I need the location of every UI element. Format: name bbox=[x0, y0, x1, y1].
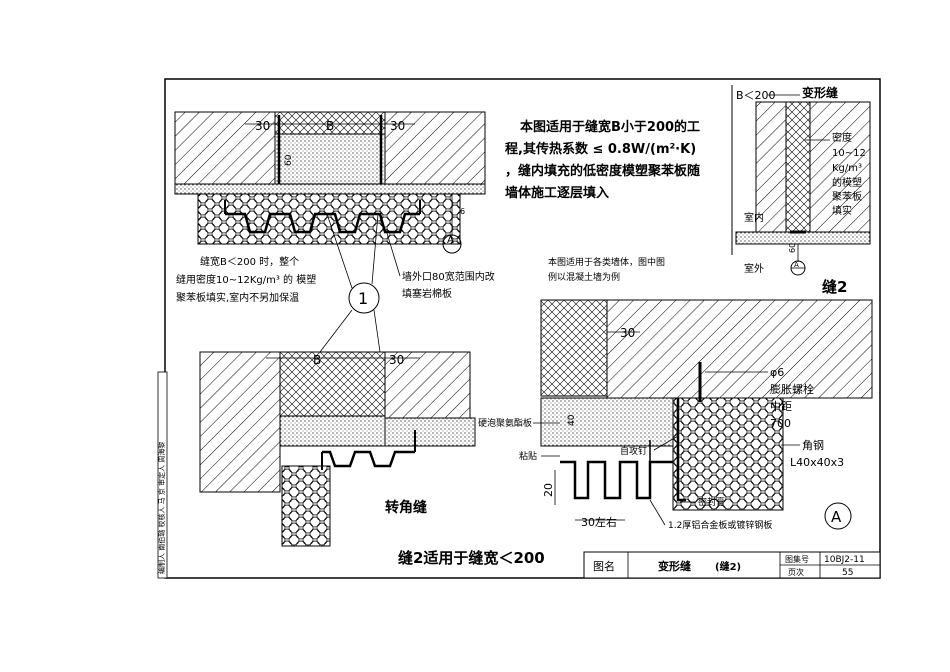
seam2-density5: 聚苯板 bbox=[832, 190, 862, 203]
detail-a-dim-20: 20 bbox=[542, 483, 555, 497]
detail-a-bolt-label1: φ6 bbox=[770, 366, 784, 379]
top-ref-letter: A bbox=[447, 235, 454, 246]
seam2-ref-letter: A bbox=[794, 261, 799, 269]
detail-a-ref-circle bbox=[824, 502, 852, 530]
detail-a-ref-letter: A bbox=[831, 508, 842, 526]
top-corrugated-sheet bbox=[225, 212, 420, 234]
detail-a-insulation bbox=[672, 397, 784, 511]
corner-left-wall bbox=[199, 351, 281, 493]
corner-foam-board bbox=[281, 465, 331, 547]
left-note-line1: 缝宽B＜200 时，整个 bbox=[200, 255, 299, 268]
main-note: 本图适用于缝宽B小于200的工 程,其传热系数 ≤ 0.8W/(m²·K) ，缝… bbox=[505, 119, 700, 201]
top-dim-30-right: 30 bbox=[390, 119, 405, 133]
seam2-density1: 密度 bbox=[832, 131, 852, 144]
detail-a-concrete-wall bbox=[606, 299, 873, 399]
detail-a-bolt-label4: 700 bbox=[770, 417, 791, 430]
detail-a-bolt-label3: 中距 bbox=[770, 400, 792, 413]
left-note: 缝宽B＜200 时，整个 缝用密度10~12Kg/m³ 的 模塑 聚苯板填实,室… bbox=[176, 255, 316, 304]
seam2-outdoor: 室外 bbox=[744, 262, 764, 275]
callout-circle-1 bbox=[348, 282, 380, 314]
seam2-right-wall bbox=[809, 101, 871, 233]
detail-a-dim-30-bottom: 30左右 bbox=[581, 515, 617, 529]
detail-a-foam-board bbox=[540, 397, 674, 447]
detail-a-foam-label: 硬泡聚氨酯板 bbox=[478, 417, 532, 429]
seam2-dim-b: B＜200 bbox=[736, 89, 776, 102]
seam2-caption: 缝2 bbox=[822, 278, 847, 296]
top-dim-60: 60 bbox=[284, 154, 294, 166]
top-right-wall-hatch bbox=[384, 111, 486, 185]
scope-note-line2: 例以混凝土墙为例 bbox=[548, 271, 620, 283]
footer-caption: 缝2适用于缝宽＜200 bbox=[398, 549, 545, 567]
callout-number: 1 bbox=[358, 289, 368, 308]
seam2-dim-60: 60 bbox=[788, 243, 797, 253]
corner-insulation-strip bbox=[384, 417, 476, 447]
detail-a-corrugated-sheet bbox=[560, 460, 673, 500]
title-page: 55 bbox=[842, 568, 853, 578]
corner-title: 转角缝 bbox=[385, 499, 427, 516]
title-sub: (缝2) bbox=[715, 560, 741, 573]
corner-dim-b: B bbox=[313, 353, 321, 367]
detail-a-screw-label: 自攻钉 bbox=[620, 445, 647, 457]
left-note-line2: 缝用密度10~12Kg/m³ 的 模塑 bbox=[176, 273, 316, 286]
title-block: 图名 变形缝 (缝2) 图集号 10BJ2-11 页次 55 bbox=[583, 551, 881, 579]
title-atlas: 10BJ2-11 bbox=[824, 555, 865, 565]
seam2-floor-layer bbox=[735, 231, 871, 245]
top-detail: 30 B 30 60 6 A bbox=[174, 111, 486, 254]
top-dim-small: 6 bbox=[460, 207, 465, 216]
seam2-left-wall bbox=[755, 101, 787, 233]
seam2-indoor: 室内 bbox=[744, 211, 764, 224]
detail-a-sheet-label: 1.2厚铝合金板或镀锌钢板 bbox=[668, 519, 772, 531]
top-seam-foam bbox=[274, 133, 386, 185]
corner-seam-fill bbox=[279, 351, 386, 417]
top-dim-b: B bbox=[326, 119, 334, 133]
detail-a-dim-40: 40 bbox=[567, 414, 577, 426]
rockwool-note-line1: 墙外口80宽范围内改 bbox=[402, 270, 495, 283]
detail-a-adhesive-label: 粘贴 bbox=[519, 450, 537, 462]
left-note-line3: 聚苯板填实,室内不另加保温 bbox=[176, 291, 299, 304]
corner-corrugated-sheet bbox=[322, 450, 415, 468]
seam2-density4: 的模塑 bbox=[832, 176, 862, 189]
top-dim-30-left: 30 bbox=[255, 119, 270, 133]
detail-a-sealant-label: 密封膏 bbox=[698, 496, 725, 508]
side-strip bbox=[157, 371, 168, 579]
seam2-density6: 填实 bbox=[832, 204, 852, 217]
scope-note-line1: 本图适用于各类墙体，图中图 bbox=[548, 256, 665, 268]
detail-a-block-wall bbox=[540, 299, 608, 397]
corner-detail: B 30 转角缝 bbox=[199, 351, 476, 547]
rockwool-note-line2: 填塞岩棉板 bbox=[402, 287, 452, 300]
main-note-line3: ，缝内填充的低密度模塑聚苯板随 bbox=[505, 163, 700, 179]
seam2-detail: B＜200 变形缝 密度 10~12 Kg/m³ 的模塑 聚苯板 填实 室内 室… bbox=[731, 85, 871, 296]
seam2-seam-fill bbox=[785, 101, 811, 233]
main-note-line2: 程,其传热系数 ≤ 0.8W/(m²·K) bbox=[505, 141, 696, 157]
detail-a-angle-label1: 角钢 bbox=[802, 439, 824, 452]
main-note-line4: 墙体施工逐层填入 bbox=[505, 185, 609, 201]
detail-a-angle-steel bbox=[676, 398, 686, 502]
sheet-frame bbox=[164, 78, 881, 579]
title-label-page: 页次 bbox=[788, 567, 804, 577]
seam2-density3: Kg/m³ bbox=[832, 163, 862, 174]
detail-a: 30 40 20 30左右 φ6 膨胀螺栓 中距 700 硬泡聚氨酯板 粘贴 自… bbox=[478, 299, 873, 531]
main-note-line1: 本图适用于缝宽B小于200的工 bbox=[520, 119, 700, 135]
seam2-title-top: 变形缝 bbox=[802, 85, 838, 100]
corner-seam-dots bbox=[279, 415, 386, 447]
title-label-name: 图名 bbox=[593, 559, 615, 573]
detail-a-dim-30-top: 30 bbox=[620, 326, 635, 340]
top-insulation-strip bbox=[174, 183, 486, 195]
seam2-density2: 10~12 bbox=[832, 148, 866, 159]
detail-a-bolt-label2: 膨胀螺栓 bbox=[770, 382, 814, 396]
detail-a-angle-label2: L40x40x3 bbox=[790, 456, 844, 469]
title-name: 变形缝 bbox=[658, 559, 691, 573]
corner-dim-30: 30 bbox=[389, 353, 404, 367]
title-label-atlas: 图集号 bbox=[785, 554, 809, 564]
side-strip-text: 编制人 南伯璐 校核人 马 京 审定人 周海黎 bbox=[157, 442, 166, 574]
